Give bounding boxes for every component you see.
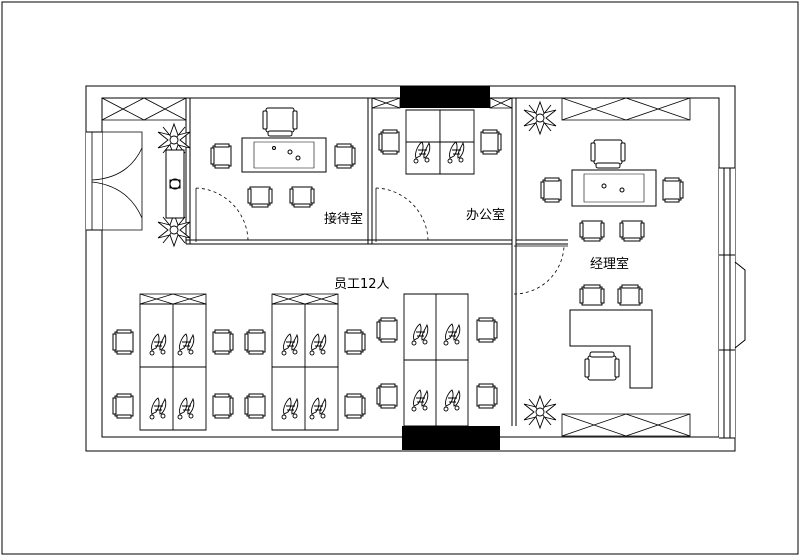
room-label-manager: 经理室 bbox=[590, 256, 629, 272]
plant-icon bbox=[523, 395, 557, 429]
side-table bbox=[166, 150, 184, 218]
reception-furniture bbox=[210, 107, 356, 208]
plant-icon bbox=[157, 213, 191, 247]
interior-walls bbox=[186, 98, 568, 426]
room-label-staff: 员工12人 bbox=[334, 277, 390, 292]
entrance-door bbox=[92, 132, 142, 230]
plant-icon bbox=[523, 101, 557, 135]
wall-cabinets bbox=[102, 98, 690, 436]
manager-furniture bbox=[540, 139, 684, 388]
column-bottom bbox=[402, 426, 500, 450]
room-label-reception: 接待室 bbox=[324, 211, 363, 227]
staff-workstations bbox=[112, 294, 498, 430]
interior-doors bbox=[196, 188, 568, 294]
room-label-office: 办公室 bbox=[466, 207, 505, 223]
column-top bbox=[400, 86, 490, 108]
office-furniture bbox=[378, 110, 502, 174]
